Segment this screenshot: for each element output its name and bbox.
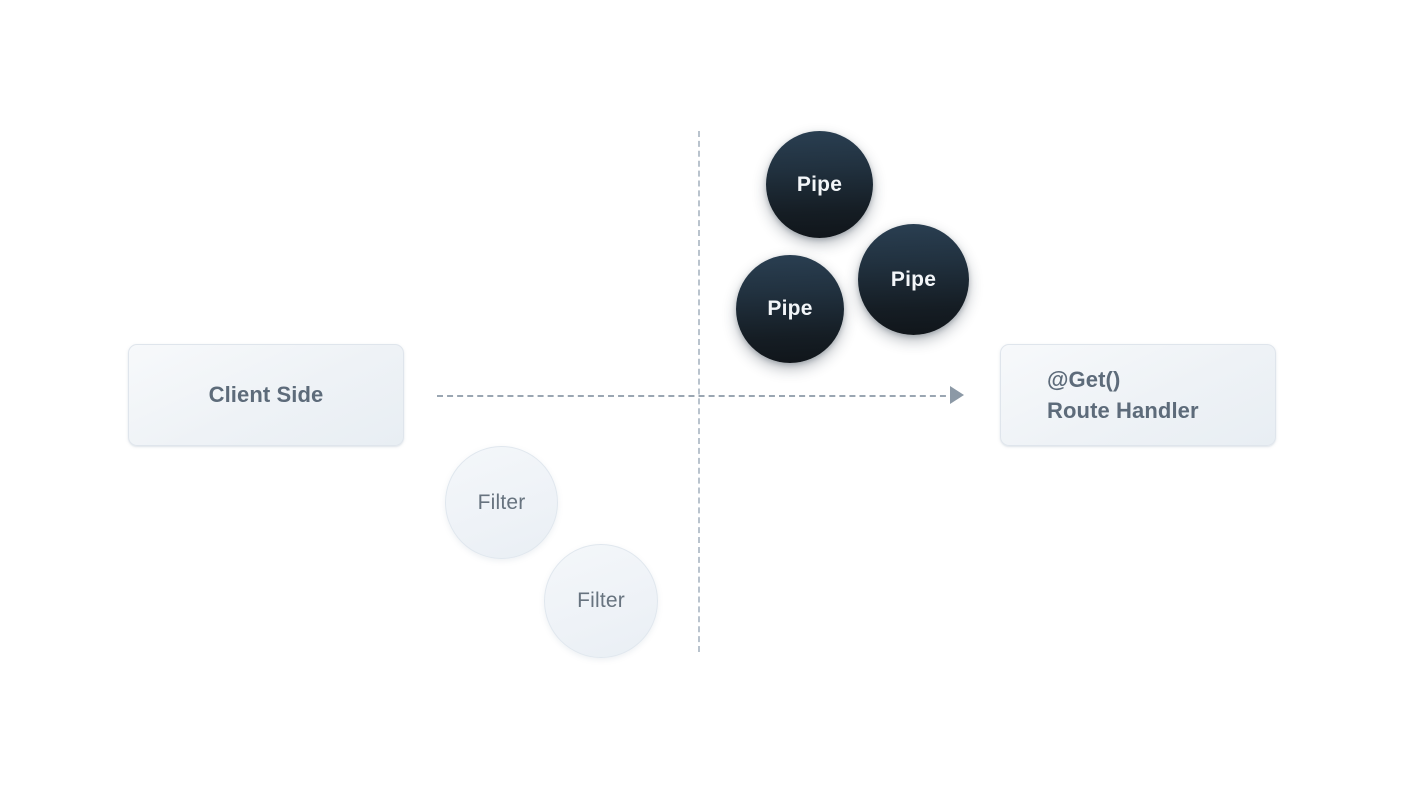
pipe-node-1-label: Pipe	[796, 172, 843, 196]
client-side-label: Client Side	[208, 382, 324, 407]
pipe-node-3: Pipe	[736, 255, 844, 363]
filter-node-1: Filter	[445, 446, 558, 559]
client-side-box: Client Side	[128, 344, 404, 446]
pipe-node-1: Pipe	[766, 131, 873, 238]
filter-node-2-label: Filter	[577, 589, 625, 612]
pipe-node-3-label: Pipe	[767, 297, 813, 320]
route-handler-box: @Get() Route Handler	[1000, 344, 1276, 446]
filter-node-2: Filter	[544, 544, 658, 658]
route-handler-label: @Get() Route Handler	[1047, 366, 1199, 423]
filter-node-1-label: Filter	[477, 490, 526, 514]
vertical-boundary-dashed-line	[698, 131, 700, 652]
request-flow-dashed-arrow-line	[437, 395, 956, 397]
pipe-node-2-label: Pipe	[890, 267, 937, 291]
arrow-head-icon	[950, 386, 964, 404]
pipe-node-2: Pipe	[858, 224, 969, 335]
